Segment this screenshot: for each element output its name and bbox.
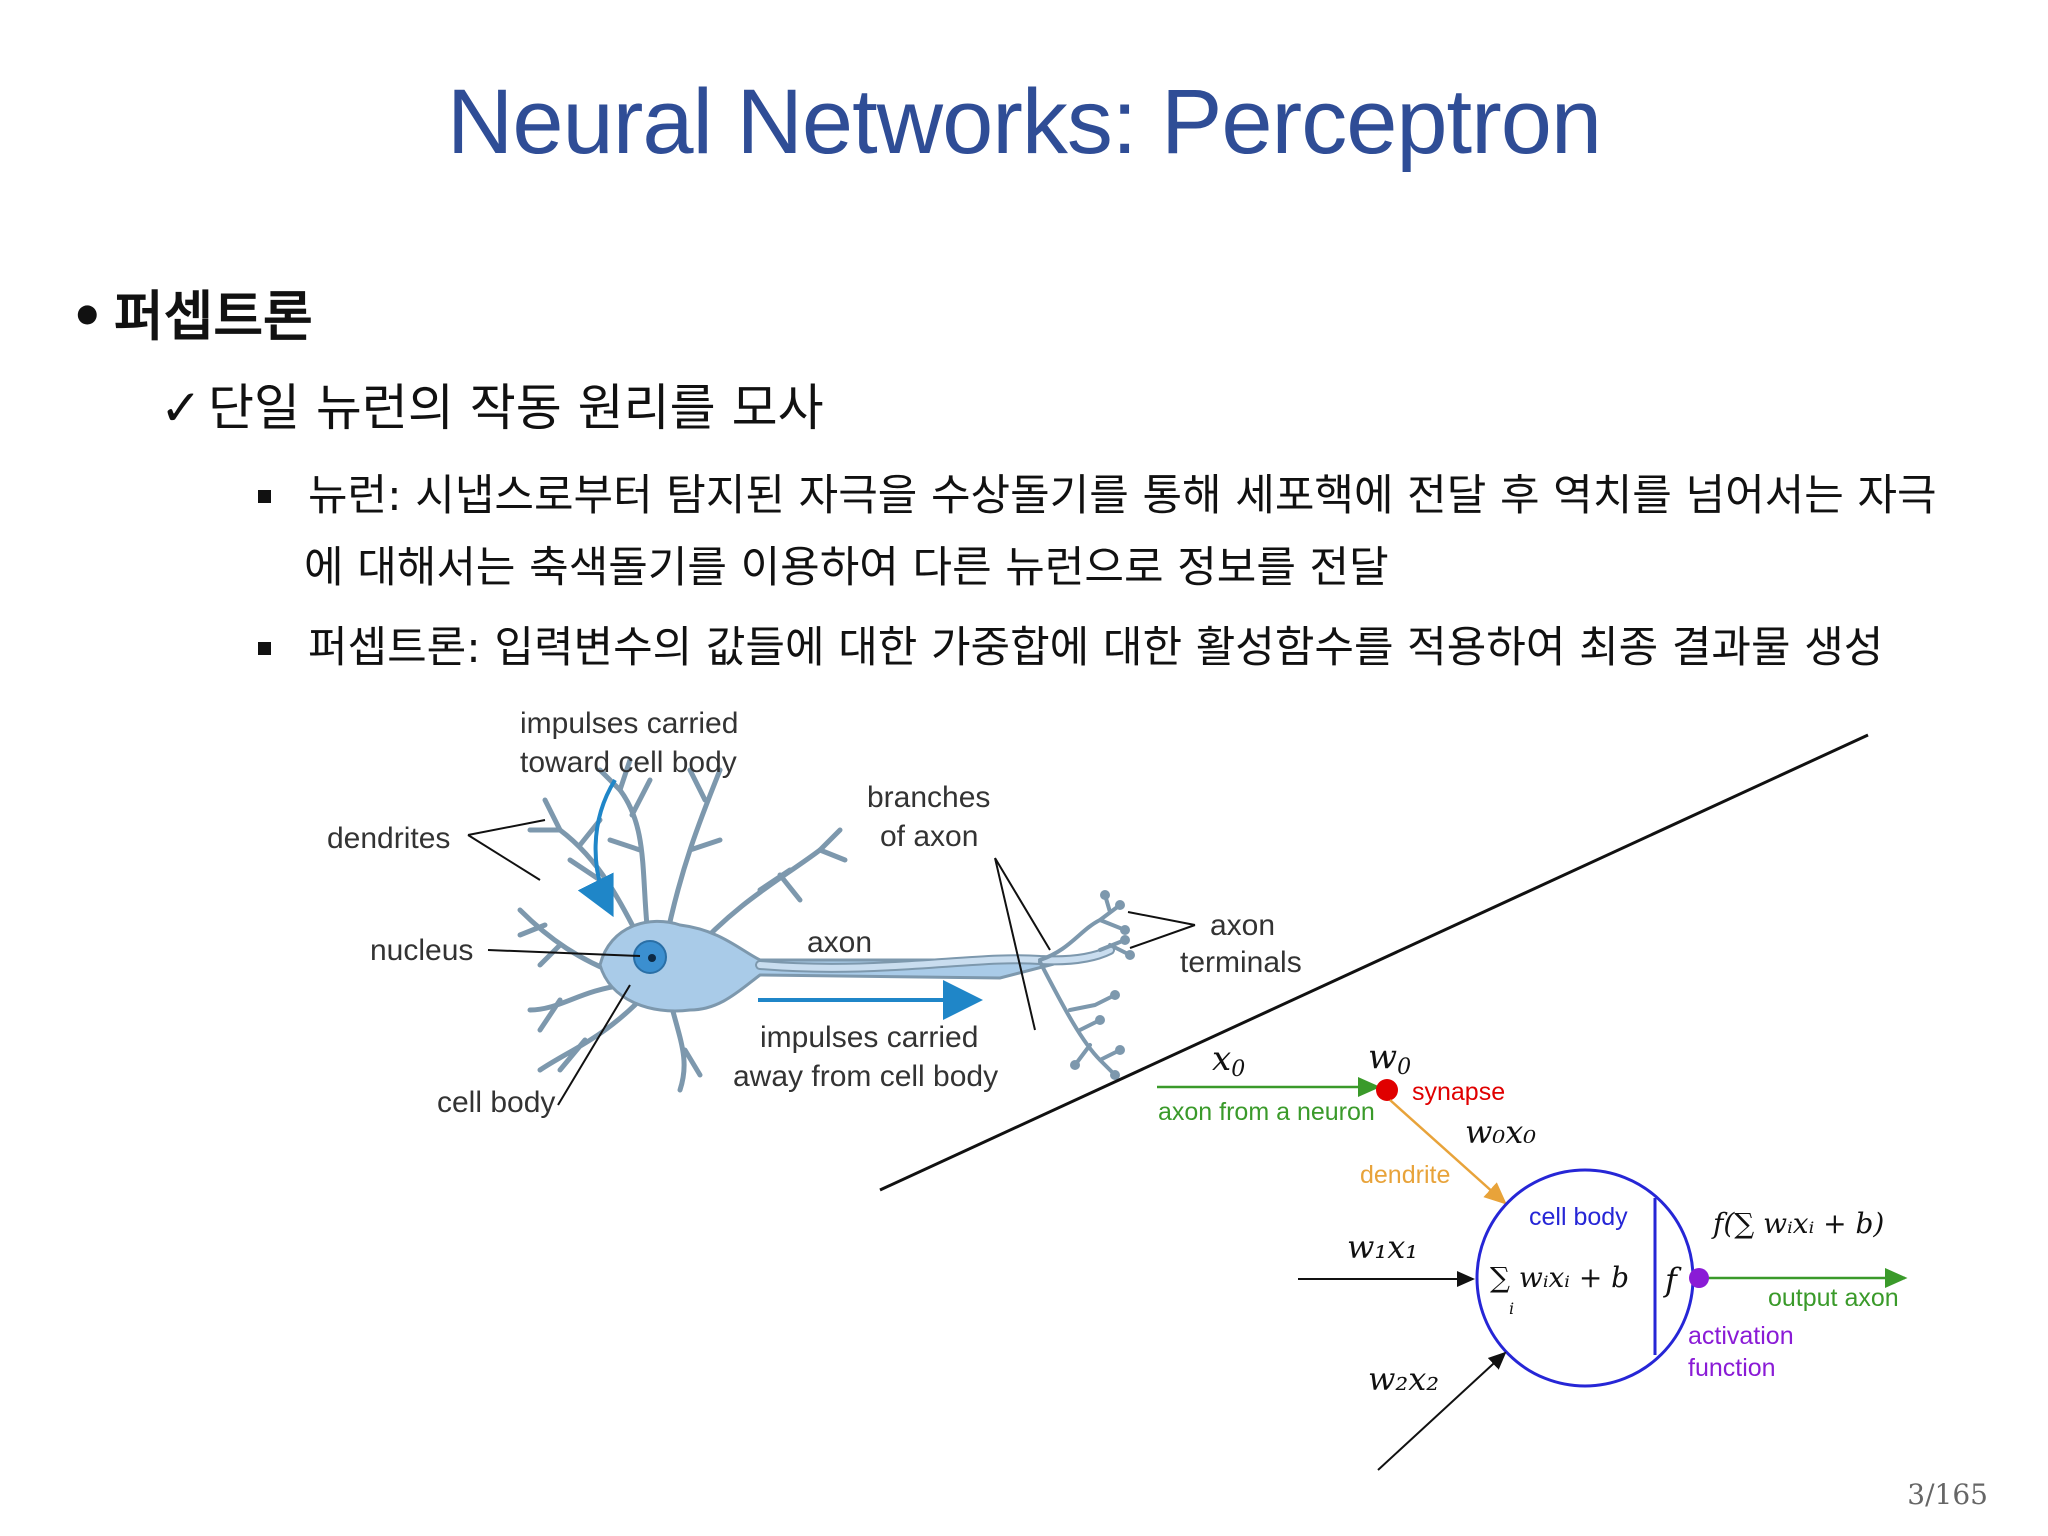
- label-w0-sub: 0: [1397, 1055, 1411, 1080]
- label-axon-terminals-2: terminals: [1180, 946, 1302, 979]
- label-branches-2: of axon: [880, 820, 978, 853]
- label-perceptron-cell-body: cell body: [1529, 1203, 1628, 1231]
- label-impulses-in-2: toward cell body: [520, 746, 737, 779]
- label-impulses-in-1: impulses carried: [520, 707, 738, 740]
- neuron-illustration: [467, 757, 1196, 1106]
- diagonal-divider: [879, 733, 1869, 1192]
- bullet-neuron-line1: 뉴런: 시냅스로부터 탐지된 자극을 수상돌기를 통해 세포핵에 전달 후 역치…: [308, 471, 1937, 521]
- neuron-labels: impulses carried toward cell body dendri…: [327, 707, 1302, 1119]
- label-impulses-out-1: impulses carried: [760, 1021, 978, 1054]
- label-axon-terminals-1: axon: [1210, 909, 1275, 942]
- label-dendrite: dendrite: [1360, 1161, 1450, 1189]
- bullet-level1: •퍼셉트론: [70, 272, 313, 351]
- activation-dot: [1689, 1268, 1709, 1288]
- label-synapse: synapse: [1412, 1078, 1505, 1106]
- label-activation-1: activation: [1688, 1322, 1794, 1350]
- bullet-level1-text: 퍼셉트론: [114, 285, 313, 348]
- page-number: 3/165: [1907, 1478, 1988, 1511]
- checkmark-icon: ✓: [160, 379, 202, 437]
- label-x0-sub: 0: [1231, 1057, 1245, 1082]
- label-branches-1: branches: [867, 781, 990, 814]
- perceptron-model: [1157, 1077, 1908, 1471]
- square-bullet-icon: [258, 642, 271, 655]
- svg-text:w0: w0: [1368, 1037, 1411, 1080]
- label-impulses-out-2: away from cell body: [733, 1060, 998, 1093]
- bullet-perceptron: 퍼셉트론: 입력변수의 값들에 대한 가중합에 대한 활성함수를 적용하여 최종…: [258, 612, 1998, 684]
- bullet-level2: ✓단일 뉴런의 작동 원리를 모사: [160, 368, 824, 440]
- label-cell-body: cell body: [437, 1086, 555, 1119]
- svg-text:x0: x0: [1212, 1039, 1245, 1082]
- label-w2x2: w₂x₂: [1368, 1360, 1439, 1398]
- perceptron-word-labels: axon from a neuron synapse dendrite cell…: [1158, 1078, 1899, 1382]
- label-axon-from-neuron: axon from a neuron: [1158, 1098, 1375, 1126]
- label-f: f: [1663, 1261, 1682, 1299]
- label-w0x0: w₀x₀: [1465, 1113, 1536, 1151]
- synapse-dot: [1376, 1079, 1398, 1101]
- slide-title: Neural Networks: Perceptron: [446, 71, 1602, 173]
- label-output-axon: output axon: [1768, 1284, 1899, 1312]
- label-sum-index: i: [1509, 1299, 1514, 1318]
- label-nucleus: nucleus: [370, 934, 473, 967]
- bullet-neuron: 뉴런: 시냅스로부터 탐지된 자극을 수상돌기를 통해 세포핵에 전달 후 역치…: [258, 460, 1998, 604]
- label-output-expr: f(∑ wᵢxᵢ + b): [1711, 1207, 1884, 1240]
- label-sum-expr: ∑ wᵢxᵢ + b: [1490, 1261, 1629, 1294]
- label-activation-2: function: [1688, 1354, 1776, 1382]
- bullet-neuron-line2: 에 대해서는 축색돌기를 이용하여 다른 뉴런으로 정보를 전달: [304, 543, 1389, 593]
- bullet-level2-text: 단일 뉴런의 작동 원리를 모사: [208, 379, 824, 437]
- perceptron-math-labels: x0 w0 w₀x₀ w₁x₁ w₂x₂ ∑ wᵢxᵢ + b i f f(∑ …: [1212, 1037, 1884, 1398]
- label-w1x1: w₁x₁: [1347, 1228, 1418, 1266]
- label-axon: axon: [807, 926, 872, 959]
- label-x0: x: [1212, 1039, 1231, 1079]
- square-bullet-icon: [258, 490, 271, 503]
- bullet-dot: •: [70, 285, 105, 348]
- label-w0: w: [1368, 1037, 1397, 1077]
- bullet-perceptron-text: 퍼셉트론: 입력변수의 값들에 대한 가중합에 대한 활성함수를 적용하여 최종…: [308, 623, 1884, 673]
- label-dendrites: dendrites: [327, 822, 450, 855]
